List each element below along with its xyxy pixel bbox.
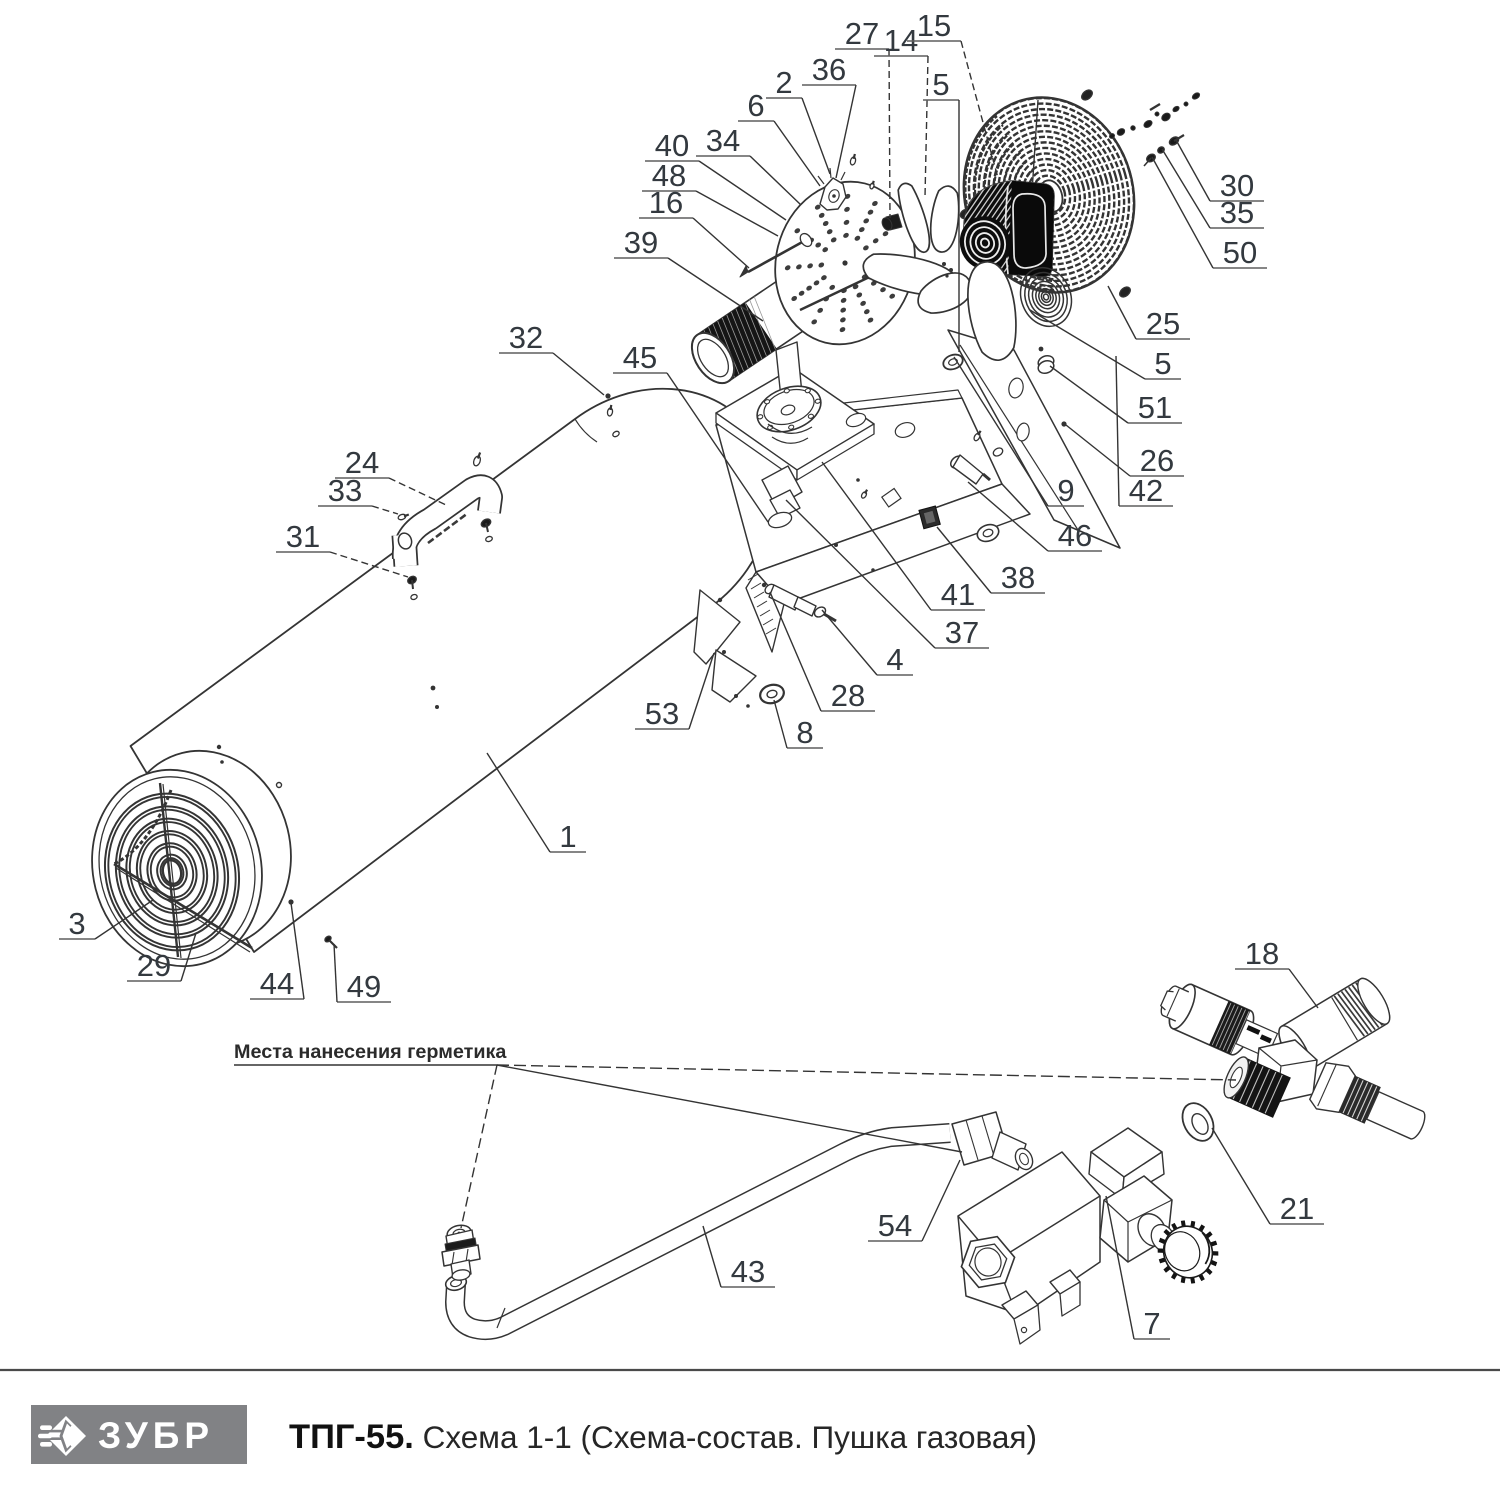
svg-text:50: 50: [1223, 235, 1257, 270]
svg-text:7: 7: [1143, 1306, 1160, 1341]
svg-text:28: 28: [831, 678, 865, 713]
svg-text:34: 34: [706, 123, 740, 158]
svg-text:36: 36: [812, 52, 846, 87]
svg-text:30: 30: [1220, 168, 1254, 203]
svg-text:9: 9: [1057, 473, 1074, 508]
svg-text:6: 6: [747, 88, 764, 123]
svg-text:39: 39: [624, 225, 658, 260]
svg-text:27: 27: [845, 16, 879, 51]
svg-text:29: 29: [137, 948, 171, 983]
svg-text:24: 24: [345, 445, 379, 480]
svg-text:1: 1: [559, 819, 576, 854]
svg-text:53: 53: [645, 696, 679, 731]
svg-text:ЗУБР: ЗУБР: [98, 1415, 214, 1456]
svg-text:16: 16: [649, 185, 683, 220]
svg-text:15: 15: [917, 8, 951, 43]
svg-text:5: 5: [932, 67, 949, 102]
svg-text:37: 37: [945, 615, 979, 650]
svg-text:38: 38: [1001, 560, 1035, 595]
svg-text:35: 35: [1220, 195, 1254, 230]
svg-text:2: 2: [775, 65, 792, 100]
svg-text:49: 49: [347, 969, 381, 1004]
svg-text:5: 5: [1154, 346, 1171, 381]
svg-text:25: 25: [1146, 306, 1180, 341]
svg-text:26: 26: [1140, 443, 1174, 478]
svg-text:43: 43: [731, 1254, 765, 1289]
svg-text:31: 31: [286, 519, 320, 554]
svg-text:ТПГ-55. Схема 1-1 (Схема-соста: ТПГ-55. Схема 1-1 (Схема-состав. Пушка г…: [289, 1418, 1037, 1456]
svg-text:44: 44: [260, 966, 294, 1001]
svg-text:45: 45: [623, 340, 657, 375]
svg-text:33: 33: [328, 473, 362, 508]
svg-text:54: 54: [878, 1208, 912, 1243]
svg-text:Места нанесения герметика: Места нанесения герметика: [234, 1041, 507, 1063]
svg-text:42: 42: [1129, 473, 1163, 508]
svg-text:41: 41: [941, 577, 975, 612]
svg-text:18: 18: [1245, 936, 1279, 971]
svg-text:4: 4: [886, 642, 903, 677]
svg-text:48: 48: [652, 158, 686, 193]
svg-text:46: 46: [1058, 518, 1092, 553]
svg-text:40: 40: [655, 128, 689, 163]
svg-text:3: 3: [68, 906, 85, 941]
svg-text:21: 21: [1280, 1191, 1314, 1226]
svg-text:51: 51: [1138, 390, 1172, 425]
svg-text:8: 8: [796, 715, 813, 750]
svg-text:32: 32: [509, 320, 543, 355]
